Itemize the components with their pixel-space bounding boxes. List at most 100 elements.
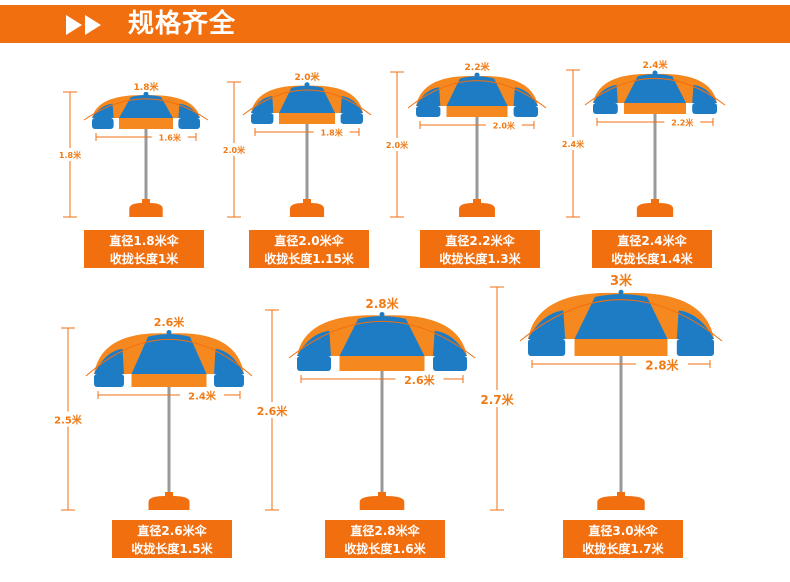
- canopy-blue-panel-center: [446, 76, 508, 106]
- caption-folded-length: 收拢长度1.15米: [264, 252, 354, 266]
- diameter-label: 1.8米: [134, 81, 160, 93]
- diameter-label-bg: [359, 296, 405, 310]
- height-label-bg: [555, 137, 591, 150]
- width-label: 1.6米: [159, 133, 182, 143]
- umbrella-base: [129, 199, 163, 217]
- umbrella-5: 2.6米2.4米2.5米: [46, 315, 253, 511]
- pole: [167, 387, 171, 498]
- canopy-blue-panel-center: [131, 334, 207, 374]
- umbrella-7: 3米2.8米2.7米: [471, 272, 723, 511]
- umbrella-base: [289, 199, 325, 217]
- page-title: 规格齐全: [128, 9, 237, 39]
- width-label-bg: [395, 372, 444, 386]
- umbrella-base: [459, 199, 495, 217]
- brim-left-flap: [94, 374, 124, 387]
- umbrella-base: [597, 492, 645, 510]
- diameter-arc-line: [584, 78, 726, 106]
- diameter-arc-line: [519, 299, 723, 342]
- brim-left-flap: [297, 356, 331, 371]
- canopy-blue-panel-left: [297, 330, 331, 356]
- brim-center-flap: [624, 103, 686, 114]
- height-label: 2.0米: [223, 145, 246, 155]
- canopy-blue-panel-right: [340, 95, 363, 113]
- diameter-arc-line: [85, 339, 253, 377]
- diameter-label-bg: [608, 272, 634, 287]
- brim-left-flap: [528, 339, 566, 356]
- brim-right-flap: [214, 374, 244, 387]
- width-label-bg: [664, 116, 701, 128]
- caption-folded-length: 收拢长度1.4米: [611, 252, 693, 266]
- canopy-blue-panel-left: [92, 103, 114, 118]
- caption-diameter: 直径2.6米伞: [137, 524, 207, 538]
- height-label: 2.6米: [257, 404, 288, 418]
- double-arrow-icon: [66, 15, 101, 35]
- canopy-blue-panel-center: [119, 95, 173, 118]
- canopy-blue-panel-right: [178, 103, 200, 118]
- canopy-blue-panel-left: [94, 348, 124, 374]
- umbrella-base: [148, 492, 190, 510]
- diameter-arc-line: [288, 321, 476, 359]
- canopy-blue-panel-right: [433, 330, 467, 356]
- caption-folded-length: 收拢长度1.7米: [582, 542, 664, 556]
- canopy-blue-panel-center: [574, 294, 668, 339]
- width-label-bg: [151, 131, 188, 143]
- brim-right-flap: [178, 118, 200, 129]
- brim-center-flap: [131, 374, 207, 387]
- brim-left-flap: [416, 106, 441, 117]
- finial: [143, 91, 149, 97]
- umbrella-base: [359, 492, 405, 510]
- diameter-label: 3米: [610, 273, 633, 289]
- canopy-blue-panel-left: [416, 87, 441, 106]
- diameter-label: 2.0米: [295, 71, 321, 83]
- caption-diameter: 直径3.0米伞: [588, 524, 658, 538]
- width-label: 2.4米: [188, 390, 217, 403]
- height-label-bg: [471, 390, 523, 407]
- height-label-bg: [46, 411, 90, 427]
- pole: [653, 114, 657, 205]
- width-label: 2.0米: [493, 121, 516, 131]
- caption-box-6: 直径2.8米伞收拢长度1.6米: [325, 520, 445, 558]
- caption-diameter: 直径2.0米伞: [274, 234, 344, 248]
- diameter-label: 2.4米: [643, 59, 669, 71]
- diameter-label: 2.2米: [465, 61, 491, 73]
- diameter-arc-line: [83, 98, 209, 121]
- height-label: 2.4米: [562, 139, 585, 149]
- umbrella-4: 2.4米2.2米2.4米: [555, 59, 726, 218]
- height-label: 1.8米: [59, 150, 82, 160]
- height-label: 2.0米: [386, 140, 409, 150]
- height-label-bg: [52, 148, 88, 161]
- caption-box-5: 直径2.6米伞收拢长度1.5米: [112, 520, 232, 558]
- umbrella-6: 2.8米2.6米2.6米: [248, 296, 476, 511]
- diameter-label: 2.8米: [365, 296, 399, 311]
- width-label-bg: [180, 388, 224, 402]
- brim-center-flap: [279, 113, 335, 124]
- finial: [474, 72, 480, 78]
- caption-box-2: 直径2.0米伞收拢长度1.15米: [249, 230, 369, 268]
- diameter-arc-line: [407, 80, 547, 109]
- brim-center-flap: [339, 356, 425, 371]
- brim-right-flap: [692, 103, 717, 114]
- caption-box-3: 直径2.2米伞收拢长度1.3米: [420, 230, 540, 268]
- height-label-bg: [216, 143, 252, 156]
- caption-folded-length: 收拢长度1.5米: [131, 542, 213, 556]
- finial: [618, 289, 624, 295]
- height-label-bg: [248, 402, 296, 418]
- caption-box-7: 直径3.0米伞收拢长度1.7米: [563, 520, 683, 558]
- caption-folded-length: 收拢长度1米: [109, 252, 179, 266]
- caption-box-4: 直径2.4米伞收拢长度1.4米: [592, 230, 712, 268]
- caption-diameter: 直径2.8米伞: [350, 524, 420, 538]
- width-label-bg: [485, 119, 522, 131]
- caption-folded-length: 收拢长度1.3米: [439, 252, 521, 266]
- diameter-label-bg: [129, 81, 163, 92]
- canopy-blue-panel-center: [339, 316, 425, 356]
- diameter-label-bg: [290, 71, 324, 82]
- pole: [305, 124, 309, 205]
- umbrella-base: [636, 199, 674, 217]
- canopy-blue-panel-center: [279, 85, 335, 113]
- pole: [380, 371, 384, 498]
- canopy-blue-panel-right: [513, 87, 538, 106]
- brim-center-flap: [119, 118, 173, 129]
- brim-left-flap: [251, 113, 274, 124]
- brim-left-flap: [92, 118, 114, 129]
